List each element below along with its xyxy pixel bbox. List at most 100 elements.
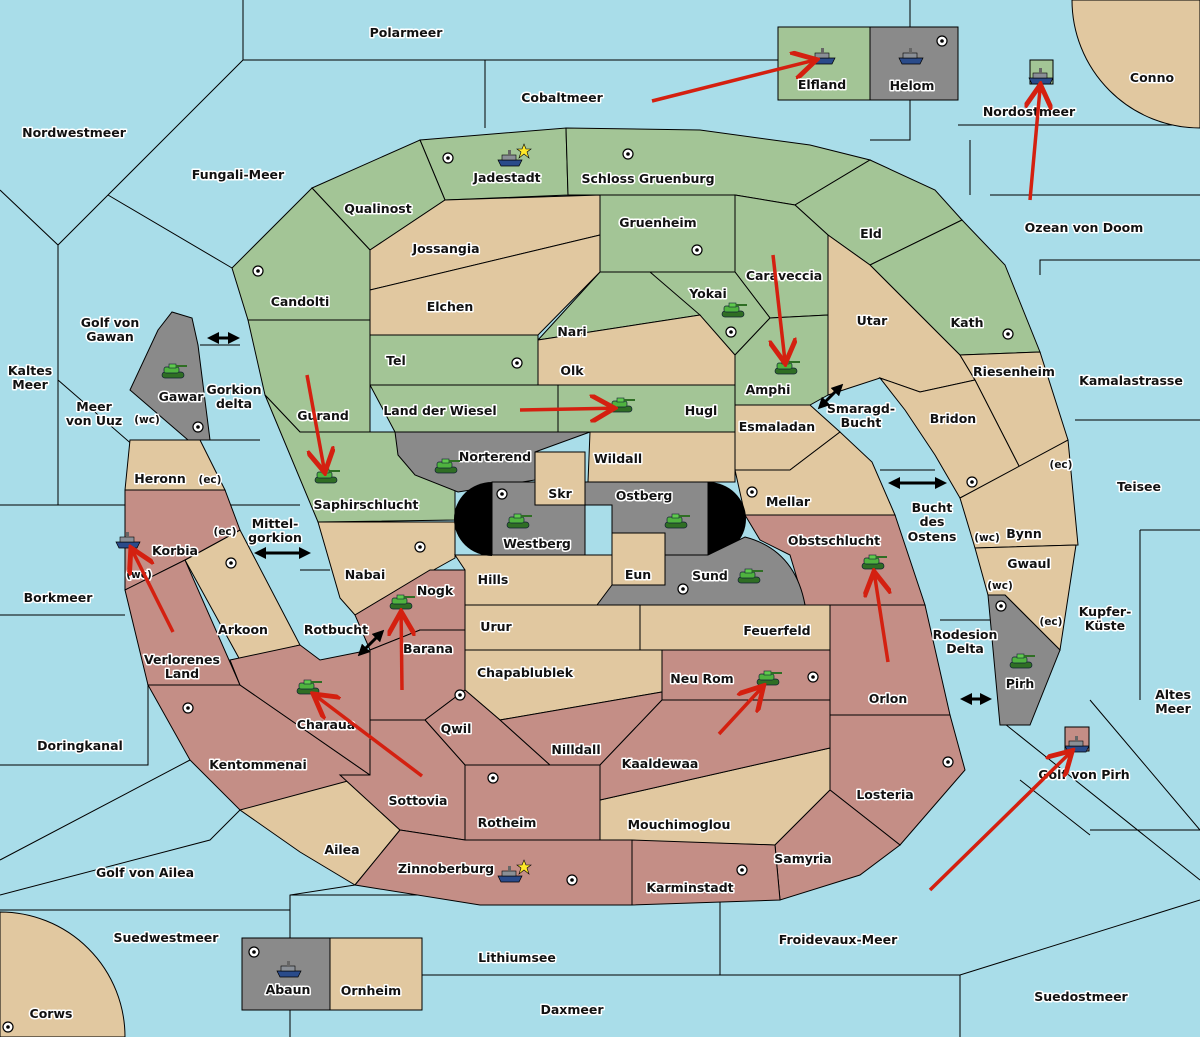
label: Land der Wiesel xyxy=(383,403,496,418)
label: Doringkanal xyxy=(37,738,123,753)
label: Helom xyxy=(890,78,935,93)
label: Daxmeer xyxy=(540,1002,604,1017)
label: Qualinost xyxy=(344,201,411,216)
supply-center-icon xyxy=(442,152,454,164)
supply-center-icon xyxy=(454,689,466,701)
label: Caraveccia xyxy=(746,268,822,283)
territory-jossangia[interactable] xyxy=(369,194,601,291)
red-territories xyxy=(124,489,966,906)
label: Charaua xyxy=(297,717,355,732)
label: Teisee xyxy=(1117,479,1161,494)
territory-zinnoberburg[interactable] xyxy=(354,829,633,906)
label: Elfland xyxy=(798,77,846,92)
coast-label: (ec) xyxy=(199,474,222,486)
coast-label: (wc) xyxy=(987,580,1013,592)
move-order-arrow xyxy=(928,753,1070,892)
territory-bynn[interactable] xyxy=(959,439,1079,549)
label: Olk xyxy=(560,363,584,378)
label: Verlorenes xyxy=(144,652,220,667)
label: Lithiumsee xyxy=(478,950,556,965)
coast-label: (ec) xyxy=(1040,616,1063,628)
territory-karminstadt[interactable] xyxy=(631,839,781,906)
label: Bucht xyxy=(912,500,953,515)
orders xyxy=(132,60,1070,892)
label: Hills xyxy=(478,572,509,587)
label: Bynn xyxy=(1006,526,1041,541)
label: Golf von Ailea xyxy=(96,865,194,880)
label: Gruenheim xyxy=(619,215,696,230)
label: Norterend xyxy=(459,449,531,464)
label: Kaaldewaa xyxy=(622,756,699,771)
label: Nilldall xyxy=(551,742,600,757)
supply-center-icon xyxy=(736,864,748,876)
label: Kupfer- xyxy=(1079,604,1132,619)
label: Nordwestmeer xyxy=(22,125,127,140)
adjacency-arrows xyxy=(207,332,992,705)
label: Meer xyxy=(76,399,112,414)
label: Nogk xyxy=(417,583,454,598)
territory-gruenheim[interactable] xyxy=(599,194,736,273)
supply-center-icon xyxy=(182,702,194,714)
label: Candolti xyxy=(271,294,330,309)
label: Ailea xyxy=(324,842,359,857)
supply-center-icon xyxy=(414,541,426,553)
label: Korbia xyxy=(152,543,198,558)
label: Sund xyxy=(692,568,728,583)
label: Golf von xyxy=(81,315,140,330)
move-order-arrow xyxy=(773,254,785,360)
label: delta xyxy=(216,396,252,411)
double-arrow-icon xyxy=(357,629,385,657)
label: Suedwestmeer xyxy=(114,930,220,945)
territory-sund[interactable] xyxy=(596,536,806,606)
coast-label: (ec) xyxy=(1050,459,1073,471)
label: Kath xyxy=(951,315,984,330)
label: Zinnoberburg xyxy=(398,861,494,876)
label: Esmaladan xyxy=(739,419,815,434)
territory-ornheim[interactable] xyxy=(329,937,423,1011)
label: Orlon xyxy=(869,691,908,706)
territory-jadestadt[interactable] xyxy=(419,127,569,201)
supply-center-icon xyxy=(807,671,819,683)
label: Ostberg xyxy=(616,488,673,503)
territory-corws[interactable] xyxy=(0,911,126,1037)
territory-elchen[interactable] xyxy=(369,234,601,336)
label: Tel xyxy=(386,353,406,368)
label: Obstschlucht xyxy=(788,533,880,548)
label: Riesenheim xyxy=(973,364,1055,379)
coast-label: (wc) xyxy=(134,414,160,426)
label: Kamalastrasse xyxy=(1079,373,1183,388)
territory-losteria[interactable] xyxy=(829,714,966,846)
territory-olk[interactable] xyxy=(537,314,736,386)
territory-conno[interactable] xyxy=(1071,0,1200,129)
label: Karminstadt xyxy=(646,880,733,895)
coast-label: (ec) xyxy=(214,526,237,538)
label: Yokai xyxy=(688,286,727,301)
label: Jossangia xyxy=(411,241,479,256)
territory-kentommenai[interactable] xyxy=(147,684,372,811)
supply-center-icon xyxy=(942,756,954,768)
supply-center-icon xyxy=(248,946,260,958)
supply-center-icon xyxy=(622,148,634,160)
label: gorkion xyxy=(248,530,302,545)
move-order-arrow xyxy=(305,374,324,469)
double-arrow-icon xyxy=(817,383,844,410)
move-order-arrow xyxy=(875,575,888,663)
land-labels: Conno Corws Elfland Helom Abaun Ornheim … xyxy=(28,69,1176,1023)
label: Eun xyxy=(625,567,651,582)
territory-wildall[interactable] xyxy=(587,431,736,483)
neutral-territories xyxy=(124,194,1079,886)
label: Skr xyxy=(548,486,572,501)
territory-skr[interactable] xyxy=(534,451,586,506)
label: Pirh xyxy=(1006,676,1035,691)
move-order-arrow xyxy=(651,60,813,103)
label: Schloss Gruenburg xyxy=(581,171,714,186)
label: Saphirschlucht xyxy=(314,497,419,512)
label: Sottovia xyxy=(389,793,448,808)
territory-eun[interactable] xyxy=(611,532,666,586)
supply-center-icon xyxy=(496,488,508,500)
label: Rotheim xyxy=(478,815,537,830)
sea-labels: Polarmeer Cobaltmeer Nordwestmeer Fungal… xyxy=(6,24,1193,1019)
label: Jadestadt xyxy=(472,170,540,185)
